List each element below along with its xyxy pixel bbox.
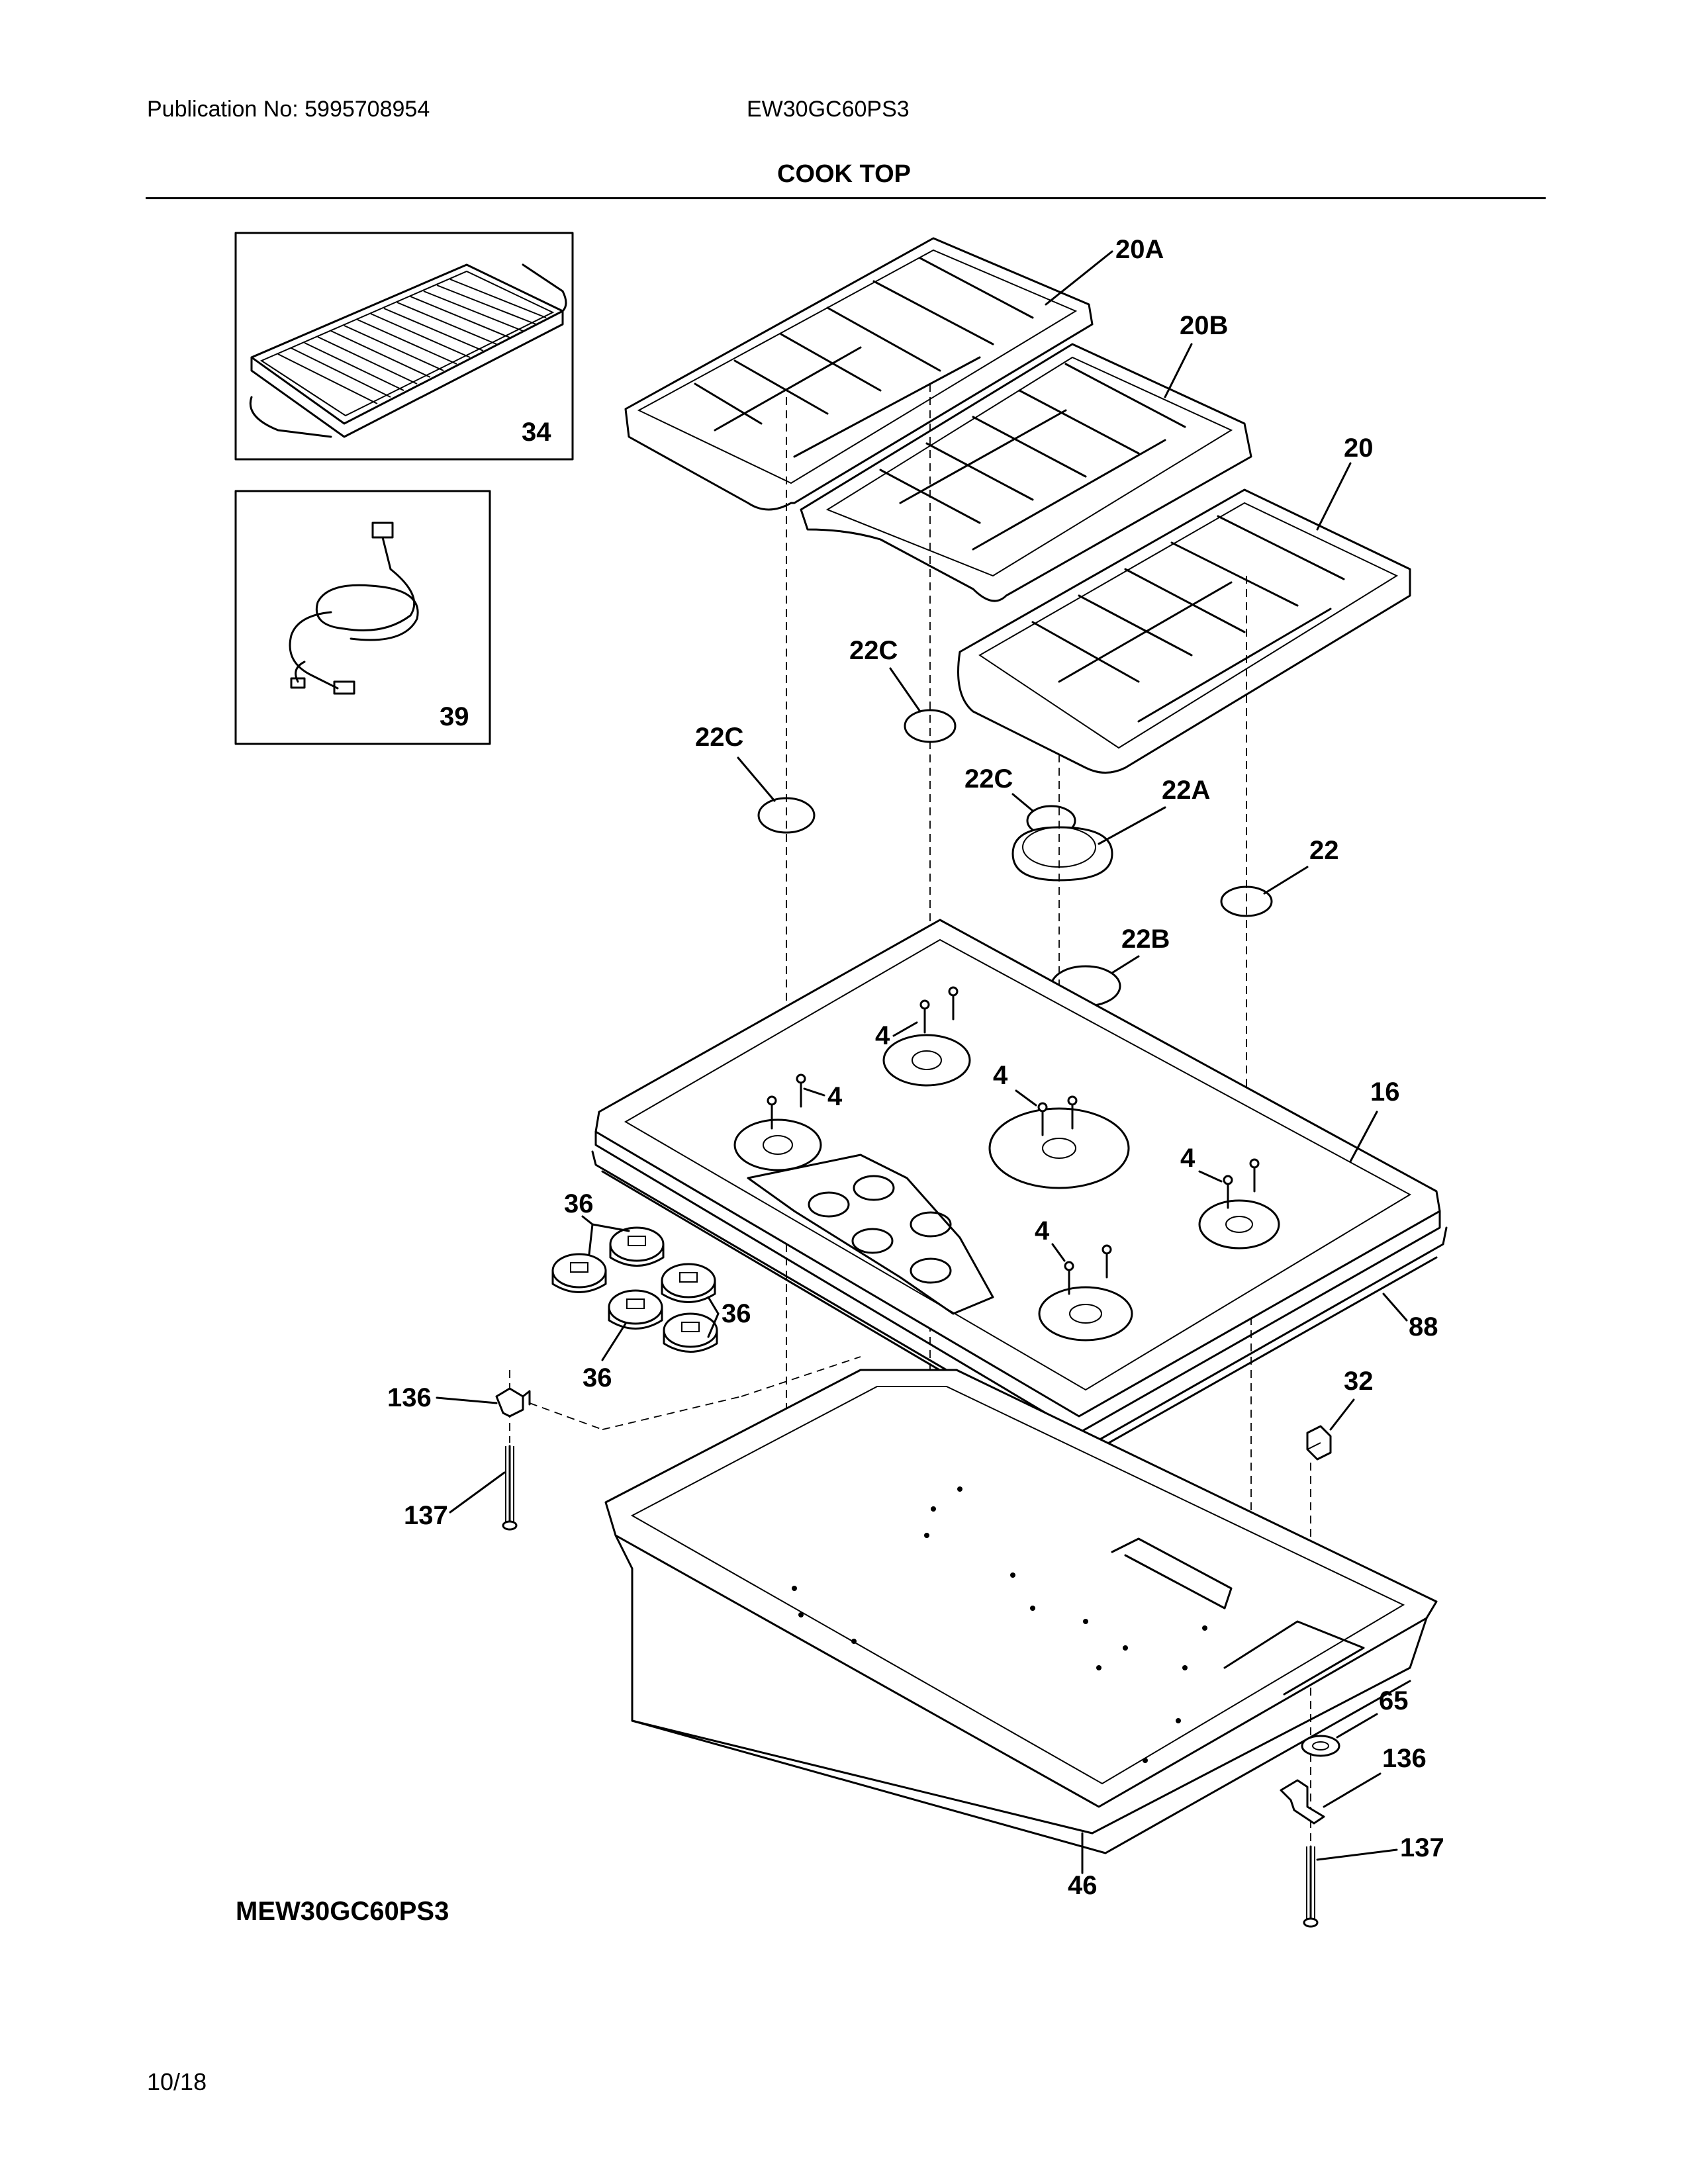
callout-88: 88 — [1409, 1312, 1438, 1342]
callout-4-2: 4 — [827, 1082, 843, 1111]
callout-20b: 20B — [1180, 311, 1228, 340]
callout-20: 20 — [1344, 433, 1374, 463]
callout-4-3: 4 — [993, 1061, 1008, 1090]
cooktop-16 — [594, 919, 1441, 1434]
inset-griddle: 34 — [234, 232, 574, 461]
knobs-36 — [551, 1226, 718, 1353]
burner-box-46 — [604, 1369, 1438, 1854]
model-number-footer: MEW30GC60PS3 — [236, 1897, 449, 1926]
callout-39: 39 — [440, 702, 469, 731]
leader-22c-2 — [737, 756, 776, 802]
knob-5 — [663, 1312, 718, 1353]
leader-65 — [1336, 1713, 1378, 1739]
leader-136-1 — [436, 1396, 498, 1404]
leader-20b — [1164, 343, 1193, 398]
leader-22c-1 — [889, 667, 921, 713]
leader-36-3 — [601, 1322, 627, 1361]
grate-20a — [624, 237, 1094, 511]
bolt-137-left — [502, 1445, 518, 1531]
leader-4-5 — [1051, 1243, 1066, 1262]
leader-36-1b — [591, 1223, 630, 1232]
callout-32: 32 — [1344, 1367, 1374, 1396]
leader-4-1 — [892, 1021, 918, 1037]
leader-4-2 — [803, 1087, 825, 1097]
leader-36-1 — [581, 1215, 594, 1255]
leader-4-3 — [1015, 1089, 1037, 1107]
callout-137-1: 137 — [404, 1501, 448, 1530]
leader-136-2 — [1323, 1772, 1382, 1808]
callout-4-1: 4 — [875, 1021, 890, 1050]
inset-box-power-cord — [234, 490, 491, 745]
leader-36-2b — [707, 1312, 720, 1338]
bolt-137-right — [1303, 1845, 1319, 1928]
knob-3 — [661, 1263, 716, 1303]
power-cord-illustration — [289, 522, 419, 695]
leader-20a — [1045, 250, 1113, 306]
publication-number: Publication No: 5995708954 — [147, 97, 430, 122]
callout-22c-1: 22C — [849, 636, 898, 665]
grate-20 — [957, 488, 1411, 774]
callout-65: 65 — [1379, 1686, 1409, 1715]
leader-137-1 — [449, 1471, 506, 1514]
callout-36-1: 36 — [564, 1189, 594, 1218]
leader-137-2 — [1316, 1848, 1398, 1861]
leader-4-4 — [1198, 1170, 1223, 1183]
callout-20a: 20A — [1115, 235, 1164, 264]
knob-1 — [551, 1253, 607, 1293]
callout-4-4: 4 — [1180, 1144, 1196, 1173]
callout-36-2: 36 — [722, 1299, 751, 1328]
leader-36-2 — [707, 1296, 720, 1315]
callout-16: 16 — [1370, 1077, 1400, 1107]
callout-22a: 22A — [1162, 776, 1210, 805]
leader-22b — [1111, 955, 1140, 974]
screws-4 — [767, 986, 1260, 1295]
section-title: COOK TOP — [777, 160, 911, 188]
leader-88 — [1382, 1293, 1408, 1322]
leader-20 — [1316, 462, 1352, 531]
callout-136-1: 136 — [387, 1383, 432, 1412]
header-rule — [146, 197, 1546, 199]
callout-22c-3: 22C — [964, 764, 1013, 794]
leader-32 — [1329, 1398, 1355, 1431]
leader-22a — [1098, 806, 1166, 845]
model-number-header: EW30GC60PS3 — [747, 97, 910, 122]
part-65 — [1301, 1735, 1340, 1757]
bracket-136-right — [1280, 1779, 1325, 1825]
vent-holes — [792, 1486, 1207, 1763]
callout-34: 34 — [522, 418, 551, 447]
grate-20b — [800, 343, 1252, 602]
knob-4 — [608, 1289, 663, 1330]
callout-36-3: 36 — [583, 1363, 612, 1392]
callout-22: 22 — [1309, 836, 1339, 865]
griddle-illustration — [250, 263, 567, 438]
part-32 — [1306, 1425, 1332, 1461]
leader-22c-3 — [1011, 793, 1034, 812]
callout-46: 46 — [1068, 1871, 1098, 1900]
callout-137-2: 137 — [1400, 1833, 1444, 1862]
callout-22c-2: 22C — [695, 723, 743, 752]
callout-136-2: 136 — [1382, 1744, 1427, 1773]
callout-4-5: 4 — [1035, 1216, 1050, 1246]
leader-16 — [1349, 1111, 1378, 1163]
inset-box-griddle — [234, 232, 574, 461]
bracket-136-left — [495, 1387, 531, 1418]
callout-22b: 22B — [1121, 925, 1170, 954]
leader-22 — [1263, 866, 1309, 895]
knob-2 — [609, 1226, 665, 1267]
inset-power-cord: 39 — [234, 490, 491, 745]
revision-date: 10/18 — [147, 2068, 207, 2095]
burner-head-22a — [1011, 826, 1113, 882]
